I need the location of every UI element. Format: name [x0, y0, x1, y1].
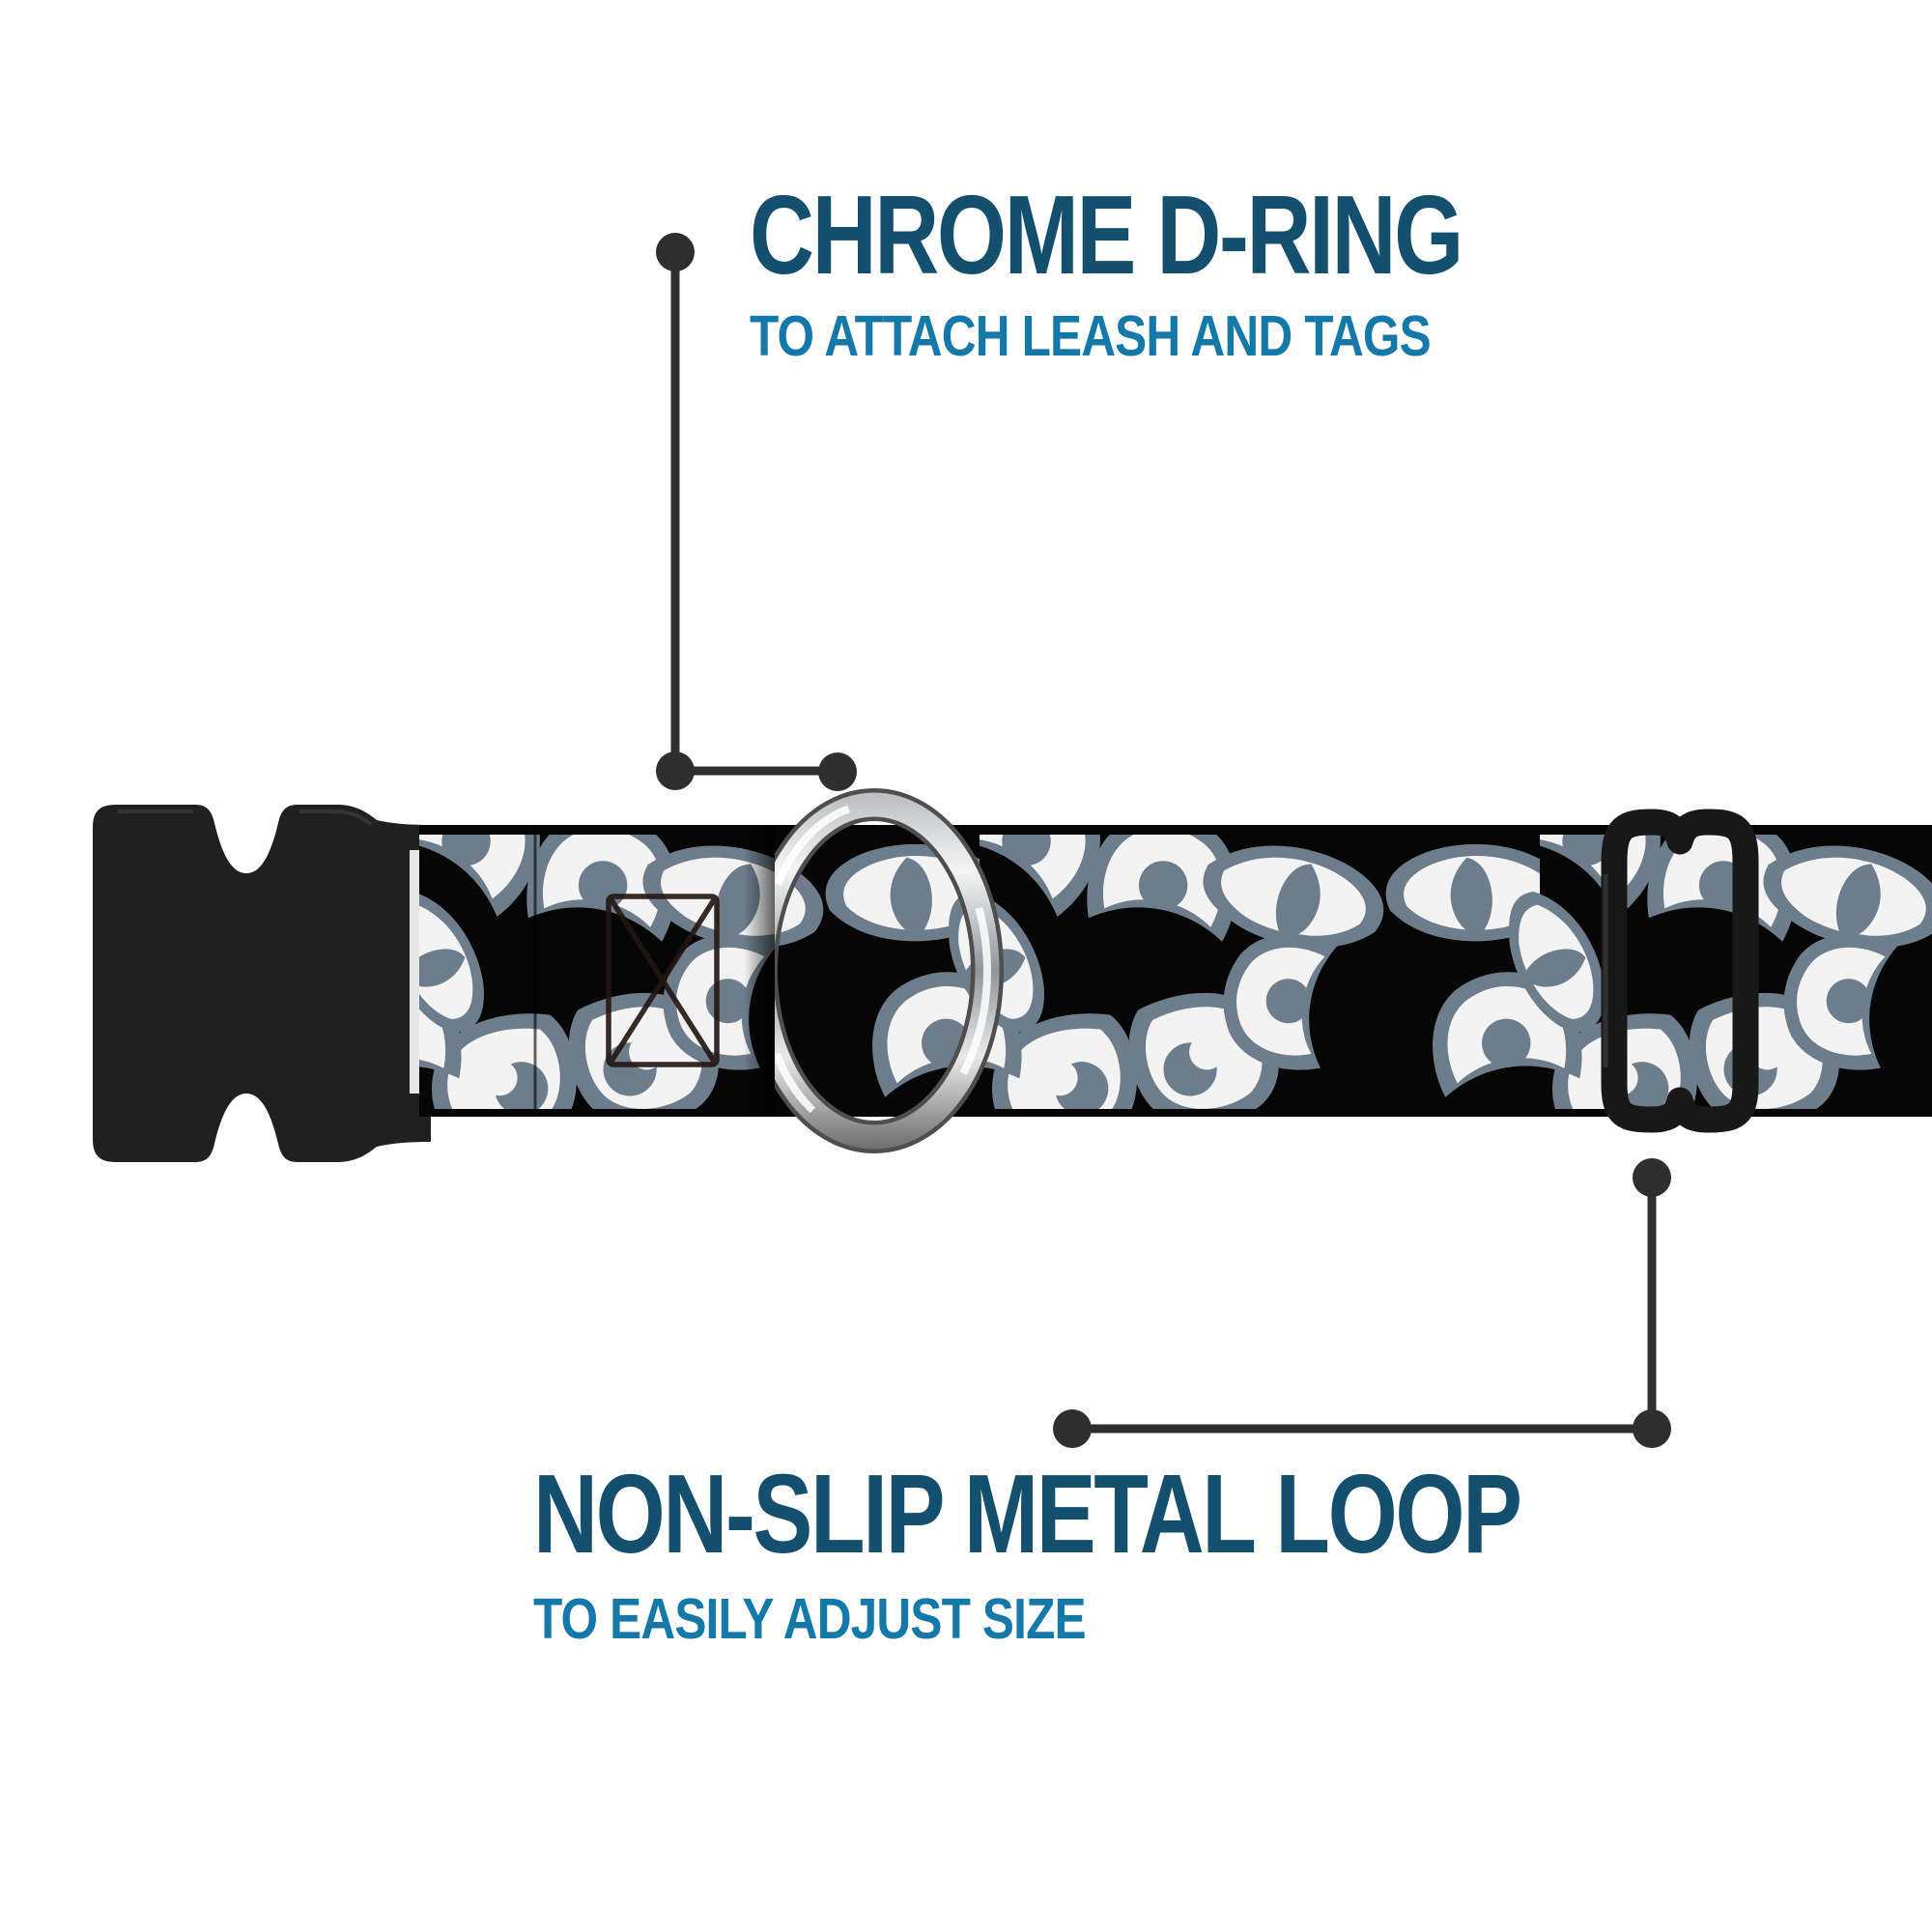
box-x-stitching: [606, 894, 720, 1067]
loop-callout-subtitle: TO EASILY ADJUST SIZE: [533, 1587, 1087, 1651]
buckle-slot-gap: [410, 850, 421, 1094]
callout-dot: [1633, 1158, 1671, 1197]
strap-fold: [533, 825, 775, 1117]
dring-callout-subtitle: TO ATTACH LEASH AND TAGS: [750, 304, 1432, 368]
callout-dot: [656, 752, 695, 790]
loop-callout-title: NON-SLIP METAL LOOP: [533, 1451, 1522, 1577]
loop-callout-connector: [1053, 1158, 1671, 1448]
dring-callout-connector: [656, 233, 857, 791]
dring-callout-title: CHROME D-RING: [750, 172, 1463, 298]
metal-adjuster-loop: [1601, 809, 1759, 1133]
callout-dot: [1633, 1409, 1671, 1448]
callout-dot: [818, 753, 857, 791]
callout-dot: [656, 233, 695, 271]
plastic-buckle: [93, 805, 431, 1162]
callout-dot: [1053, 1409, 1092, 1448]
